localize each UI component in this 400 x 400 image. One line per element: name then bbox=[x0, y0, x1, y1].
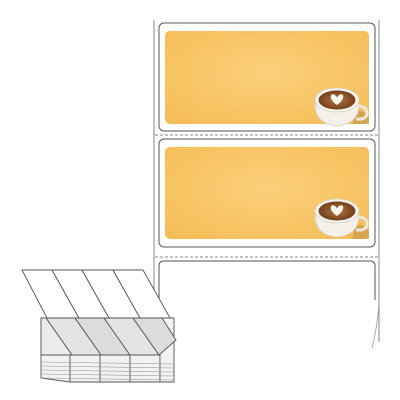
latte-cup-icon bbox=[314, 87, 369, 127]
label-2 bbox=[158, 138, 376, 248]
latte-cup-icon bbox=[314, 198, 369, 238]
fanfold-label-stack-icon bbox=[21, 269, 177, 383]
label-3-partial bbox=[158, 260, 376, 300]
label-1 bbox=[158, 22, 376, 132]
